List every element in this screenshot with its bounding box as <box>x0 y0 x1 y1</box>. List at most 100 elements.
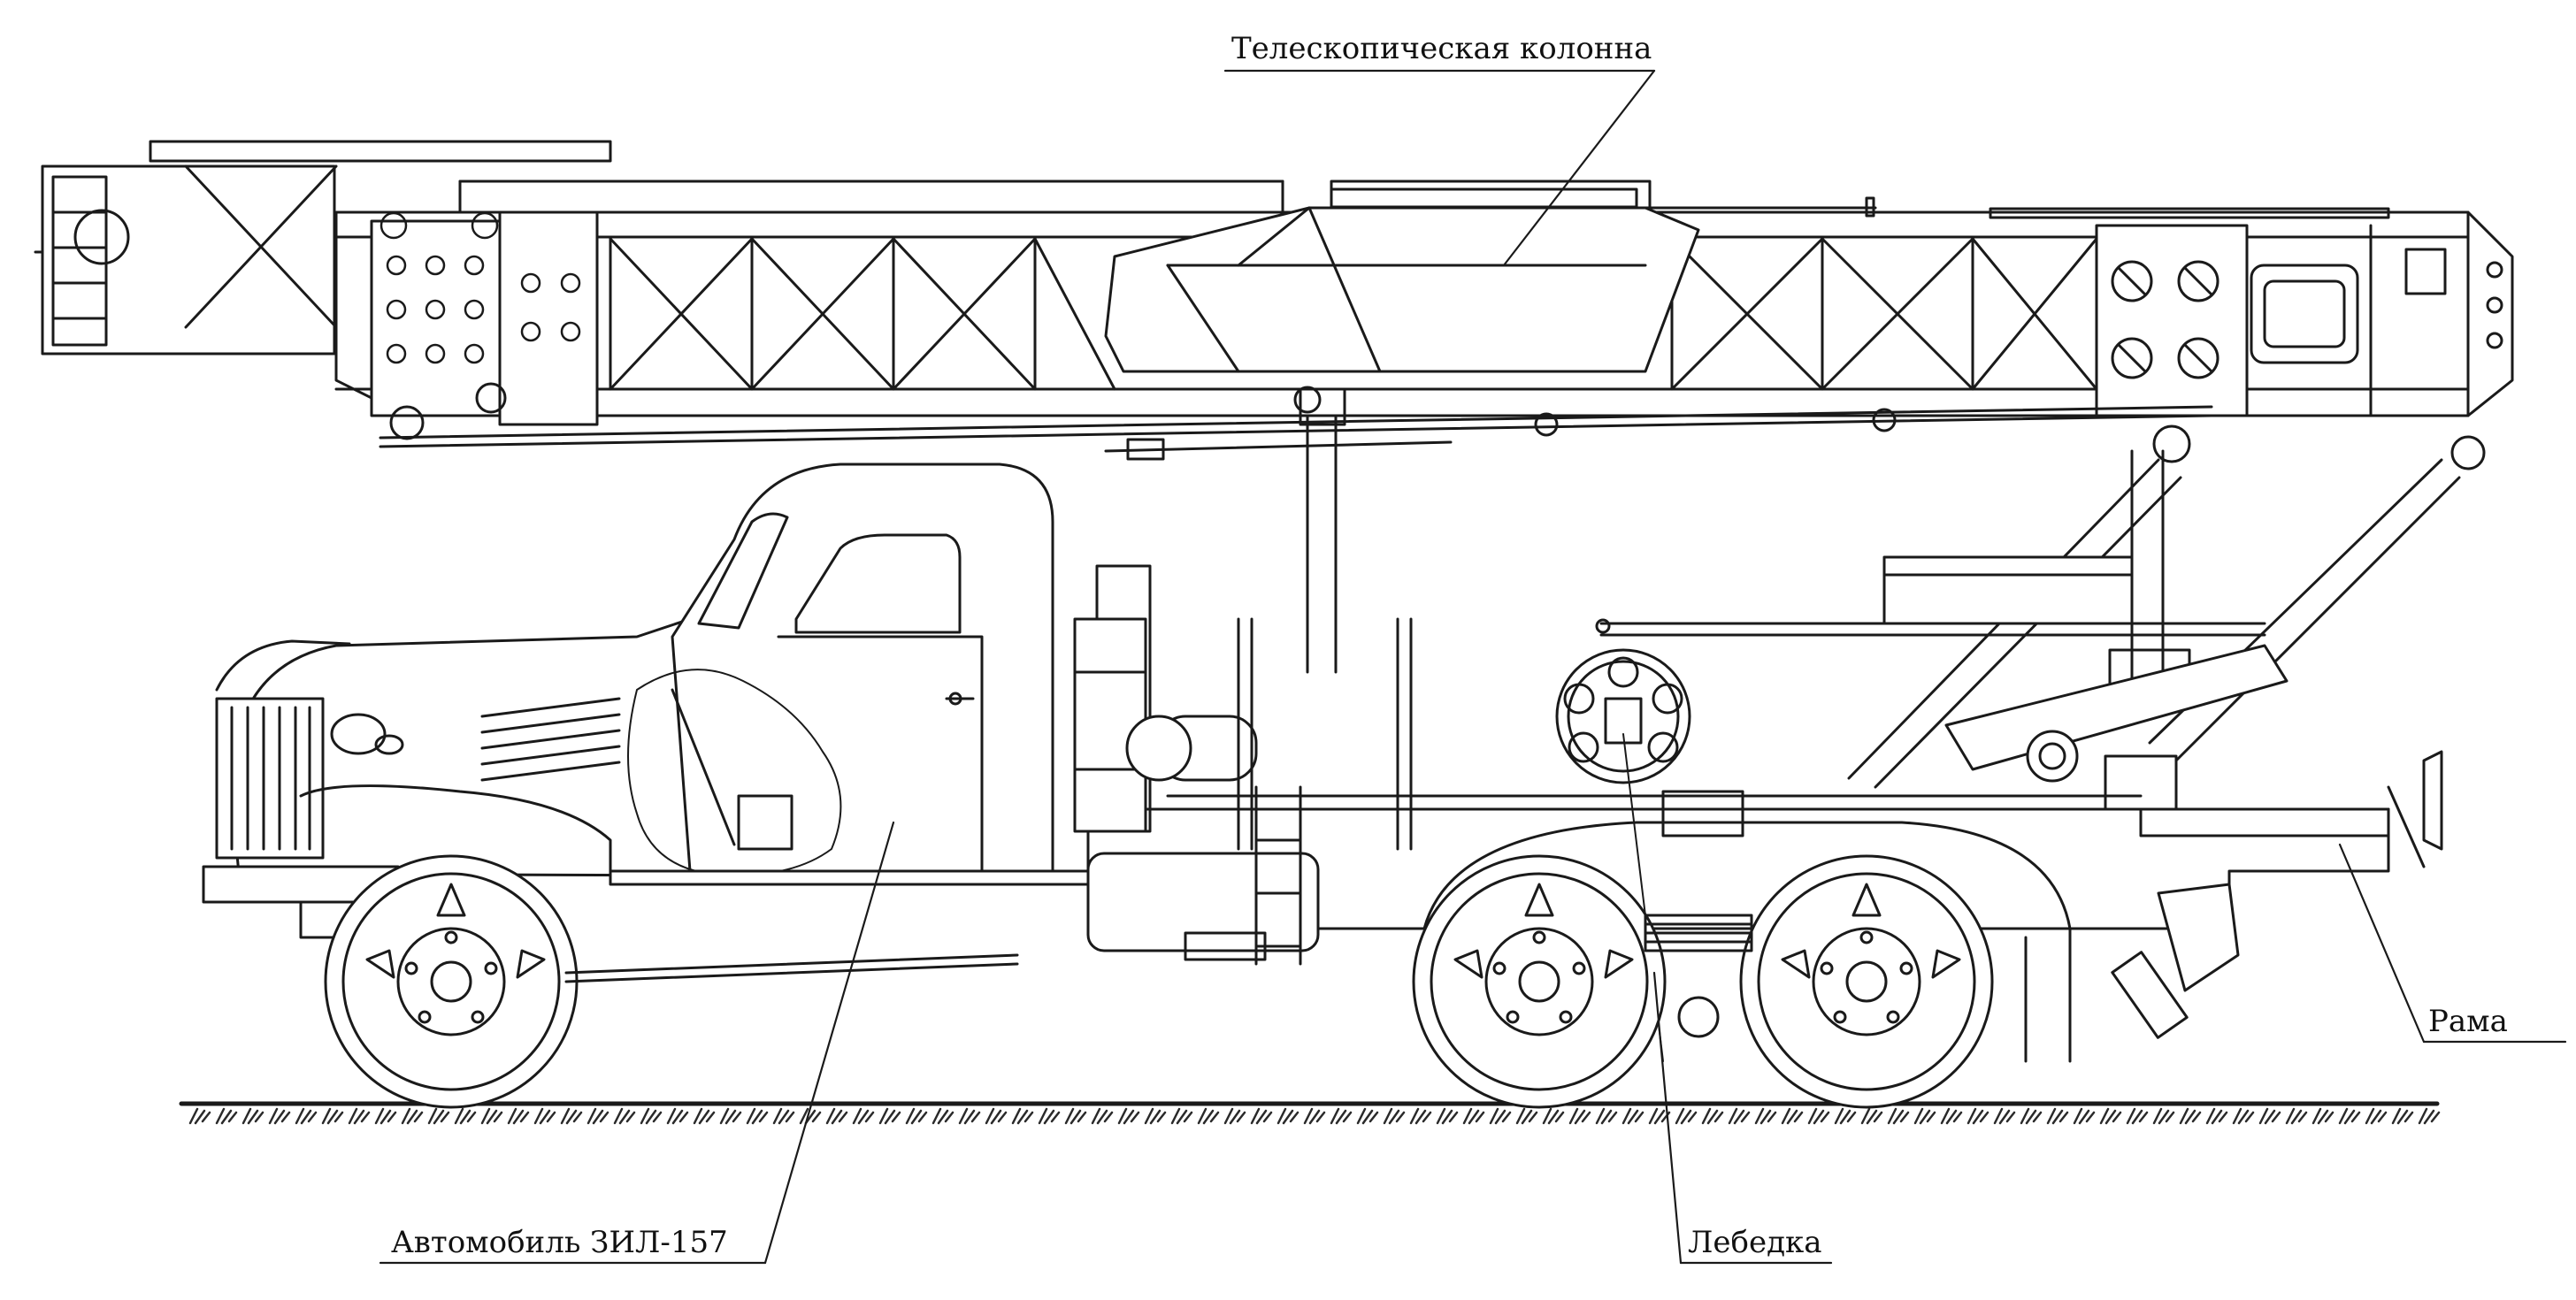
telescopic-column <box>34 140 2514 470</box>
ground-hatch-mark <box>321 1107 344 1125</box>
ground-hatch-mark <box>401 1107 424 1125</box>
ground-hatch-mark <box>1117 1107 1140 1125</box>
ground-hatch-mark <box>666 1107 689 1125</box>
ground-hatch-mark <box>1356 1107 1379 1125</box>
label-vehicle: Автомобиль ЗИЛ-157 <box>391 1225 728 1260</box>
ground-hatch-mark <box>1834 1107 1857 1125</box>
ground-hatch-mark <box>1462 1107 1485 1125</box>
ground-hatch-mark <box>533 1107 556 1125</box>
wheel-front <box>324 854 579 1109</box>
ground-hatch-mark <box>985 1107 1008 1125</box>
wheel-rear-2 <box>1739 854 1994 1109</box>
ground-hatch-mark <box>454 1107 477 1125</box>
ground-hatch-mark <box>2179 1107 2202 1125</box>
ground-hatch-mark <box>2418 1107 2441 1125</box>
ground-hatch-mark <box>2099 1107 2122 1125</box>
ground-hatch-mark <box>507 1107 530 1125</box>
ground-hatch-mark <box>2312 1107 2334 1125</box>
ground-hatch-mark <box>1568 1107 1591 1125</box>
ground-hatch-mark <box>2285 1107 2308 1125</box>
ground-hatch-mark <box>2338 1107 2361 1125</box>
ground-hatch-mark <box>295 1107 318 1125</box>
suspension <box>564 914 1753 1038</box>
ground-hatch-mark <box>2391 1107 2414 1125</box>
boom-bolt-holes-left <box>380 211 581 364</box>
ground-hatch-mark <box>2232 1107 2255 1125</box>
ground-hatch-mark <box>852 1107 875 1125</box>
ground-hatch-mark <box>2152 1107 2175 1125</box>
wheel-rear-1 <box>1412 854 1667 1109</box>
ground-hatch-mark <box>1011 1107 1034 1125</box>
boom-truss-left <box>609 237 1116 391</box>
ground-hatch-mark <box>1993 1107 2016 1125</box>
ground-hatch-mark <box>1515 1107 1538 1125</box>
ground-hatch-mark <box>613 1107 636 1125</box>
ground-hatch-mark <box>215 1107 238 1125</box>
label-telescopic-column: Телескопическая колонна <box>1231 31 1652 66</box>
ground-hatch-mark <box>1807 1107 1830 1125</box>
ground-hatch-mark <box>1064 1107 1087 1125</box>
ground-hatch-mark <box>1038 1107 1061 1125</box>
ground-hatch-mark <box>772 1107 795 1125</box>
ground-hatch-mark <box>1966 1107 1990 1125</box>
ground-hatch-mark <box>746 1107 769 1125</box>
ground-hatch-mark <box>1383 1107 1406 1125</box>
ground-hatch-mark <box>905 1107 928 1125</box>
ground-hatch-mark <box>1675 1107 1698 1125</box>
ground-hatch-mark <box>188 1107 211 1125</box>
ground-hatch-mark <box>1887 1107 1910 1125</box>
truck-cab <box>202 463 1054 939</box>
boom-supports <box>1299 387 2461 789</box>
ground-hatch-mark <box>1330 1107 1353 1125</box>
ground-hatch-mark <box>1144 1107 1167 1125</box>
ground-hatch-mark <box>1754 1107 1777 1125</box>
ground-hatch-mark <box>1250 1107 1273 1125</box>
ground-hatch-mark <box>1197 1107 1220 1125</box>
ground-hatch-mark <box>1860 1107 1883 1125</box>
leader-lines <box>379 69 2567 1265</box>
ground-hatch-mark <box>427 1107 450 1125</box>
ground-hatch-mark <box>480 1107 503 1125</box>
ground-hatch-mark <box>932 1107 954 1125</box>
ground-hatch-mark <box>878 1107 901 1125</box>
ground-hatch-mark <box>2046 1107 2069 1125</box>
ground-hatch-mark <box>1436 1107 1459 1125</box>
ground-hatch-mark <box>1622 1107 1644 1125</box>
ground-hatch-mark <box>242 1107 264 1125</box>
ground-hatch-mark <box>2126 1107 2149 1125</box>
ground-hatch-mark <box>2020 1107 2043 1125</box>
ground-hatch-mark <box>1223 1107 1246 1125</box>
ground-hatch-mark <box>1701 1107 1724 1125</box>
ground-hatch-mark <box>693 1107 716 1125</box>
ground-hatch-mark <box>1728 1107 1751 1125</box>
ground-hatch-mark <box>1170 1107 1193 1125</box>
ground-hatch-mark <box>1276 1107 1300 1125</box>
label-frame: Рама <box>2428 1004 2508 1039</box>
ground-hatch-mark <box>2258 1107 2281 1125</box>
ground <box>179 1101 2441 1125</box>
ground-hatch-mark <box>1489 1107 1512 1125</box>
ground-hatch-mark <box>348 1107 371 1125</box>
label-winch: Лебедка <box>1688 1225 1822 1260</box>
ground-hatch-mark <box>374 1107 397 1125</box>
ground-hatch-mark <box>958 1107 981 1125</box>
ground-hatch-mark <box>560 1107 583 1125</box>
ground-hatch-mark <box>2073 1107 2096 1125</box>
ground-hatch-mark <box>1913 1107 1936 1125</box>
ground-hatch-mark <box>1781 1107 1804 1125</box>
ground-hatch-mark <box>719 1107 742 1125</box>
ground-hatch-mark <box>1940 1107 1963 1125</box>
ground-hatch-mark <box>586 1107 610 1125</box>
ground-hatch-mark <box>1595 1107 1618 1125</box>
ground-hatch-mark <box>825 1107 848 1125</box>
ground-hatch-mark <box>640 1107 663 1125</box>
ground-hatch-mark <box>1409 1107 1432 1125</box>
ground-hatch <box>188 1107 2441 1125</box>
ground-hatch-mark <box>1303 1107 1326 1125</box>
ground-hatch-mark <box>268 1107 291 1125</box>
ground-hatch-mark <box>1091 1107 1114 1125</box>
boom-round-openings <box>2111 260 2220 379</box>
ground-hatch-mark <box>2365 1107 2388 1125</box>
